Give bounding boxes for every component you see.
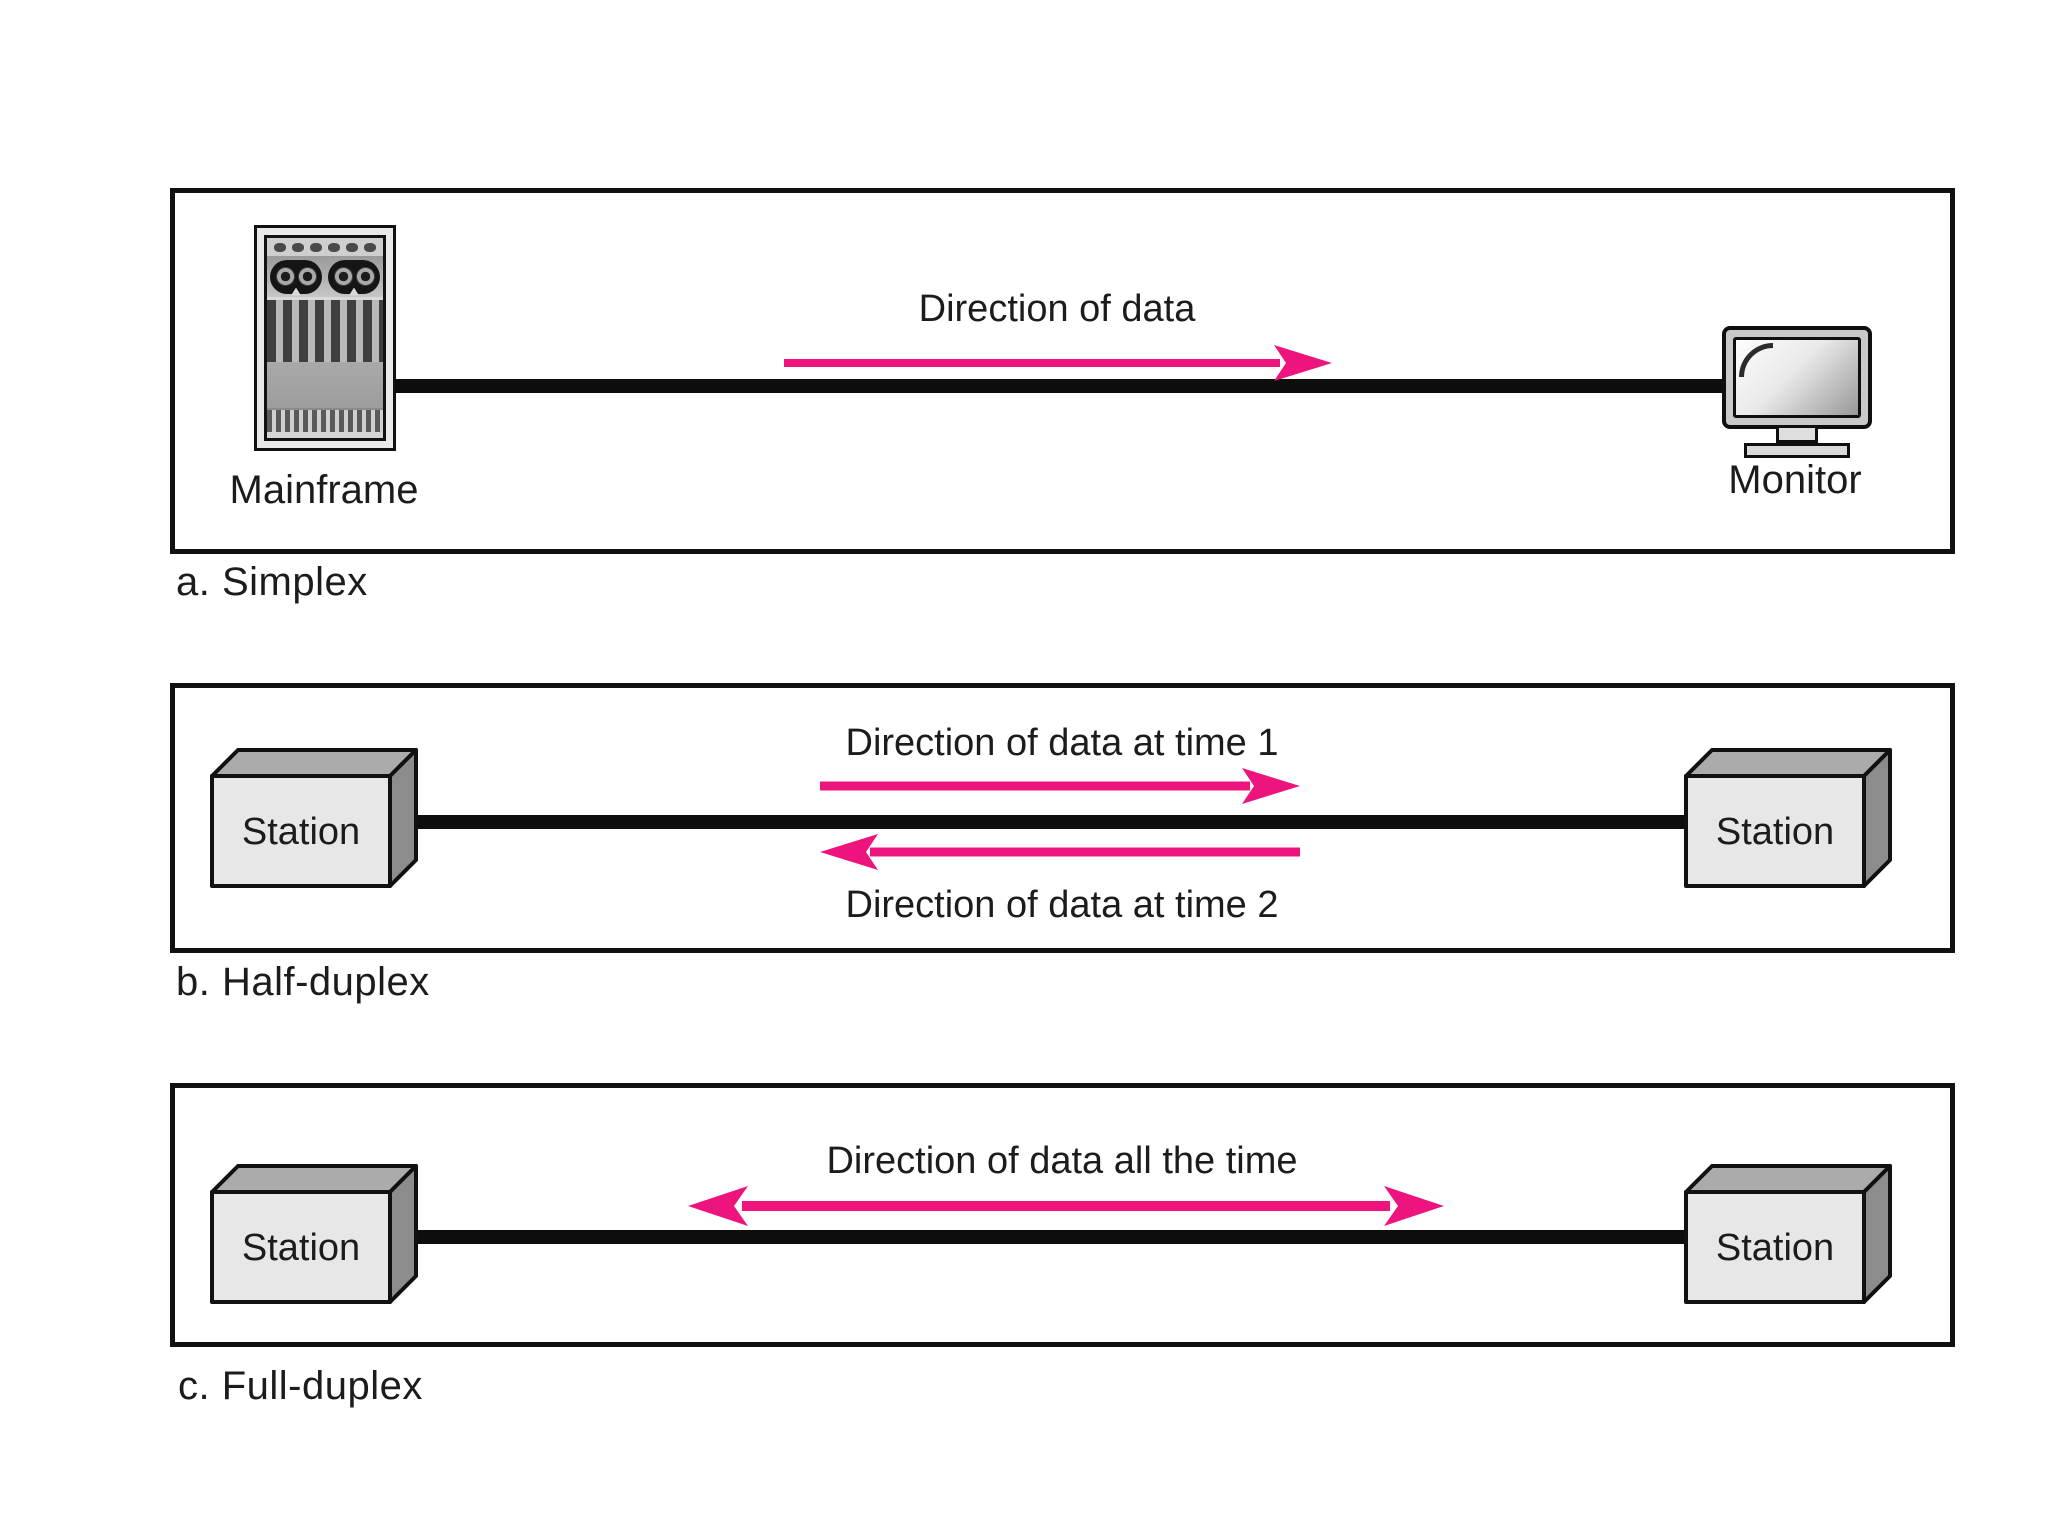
arrow-right-time1 bbox=[820, 768, 1300, 804]
station-icon-right-full-duplex: Station bbox=[1684, 1164, 1892, 1304]
mainframe-indicator-dots bbox=[267, 238, 383, 256]
mainframe-panel bbox=[267, 362, 383, 408]
arrow-both-directions bbox=[688, 1186, 1444, 1226]
mainframe-label: Mainframe bbox=[229, 468, 419, 512]
arrow-right-simplex bbox=[784, 345, 1332, 381]
monitor-frame bbox=[1722, 326, 1872, 429]
monitor-screen bbox=[1733, 337, 1861, 418]
direction-label-time2: Direction of data at time 2 bbox=[845, 884, 1279, 926]
monitor-base bbox=[1744, 443, 1850, 458]
panel-caption-simplex: a. Simplex bbox=[176, 560, 368, 604]
panel-caption-half-duplex: b. Half-duplex bbox=[176, 960, 430, 1004]
mainframe-icon bbox=[254, 225, 396, 451]
mainframe-vent bbox=[267, 408, 383, 438]
arrow-left-time2 bbox=[820, 834, 1300, 870]
monitor-label: Monitor bbox=[1728, 458, 1862, 502]
connection-line-simplex bbox=[395, 379, 1740, 393]
station-icon-right-half-duplex: Station bbox=[1684, 748, 1892, 888]
panel-caption-full-duplex: c. Full-duplex bbox=[178, 1364, 423, 1408]
mainframe-slats bbox=[267, 300, 383, 362]
connection-line-full-duplex bbox=[390, 1230, 1686, 1244]
panel-full-duplex bbox=[170, 1083, 1955, 1347]
station-icon-left-full-duplex: Station bbox=[210, 1164, 418, 1304]
station-label: Station bbox=[242, 1227, 360, 1269]
station-label: Station bbox=[1716, 811, 1834, 853]
mainframe-cabinet bbox=[264, 235, 386, 441]
direction-label-time1: Direction of data at time 1 bbox=[845, 722, 1279, 764]
tape-reel-icon bbox=[328, 259, 380, 296]
monitor-stand bbox=[1776, 428, 1818, 443]
connection-line-half-duplex bbox=[390, 815, 1686, 829]
station-icon-left-half-duplex: Station bbox=[210, 748, 418, 888]
tape-reel-icon bbox=[270, 259, 322, 296]
station-label: Station bbox=[242, 811, 360, 853]
mainframe-tape-drives bbox=[267, 256, 383, 300]
station-label: Station bbox=[1716, 1227, 1834, 1269]
direction-label-simplex: Direction of data bbox=[918, 288, 1196, 330]
monitor-screen-gloss bbox=[1739, 343, 1773, 377]
panel-simplex bbox=[170, 188, 1955, 554]
direction-label-all-time: Direction of data all the time bbox=[826, 1140, 1298, 1182]
monitor-icon bbox=[1722, 326, 1872, 458]
